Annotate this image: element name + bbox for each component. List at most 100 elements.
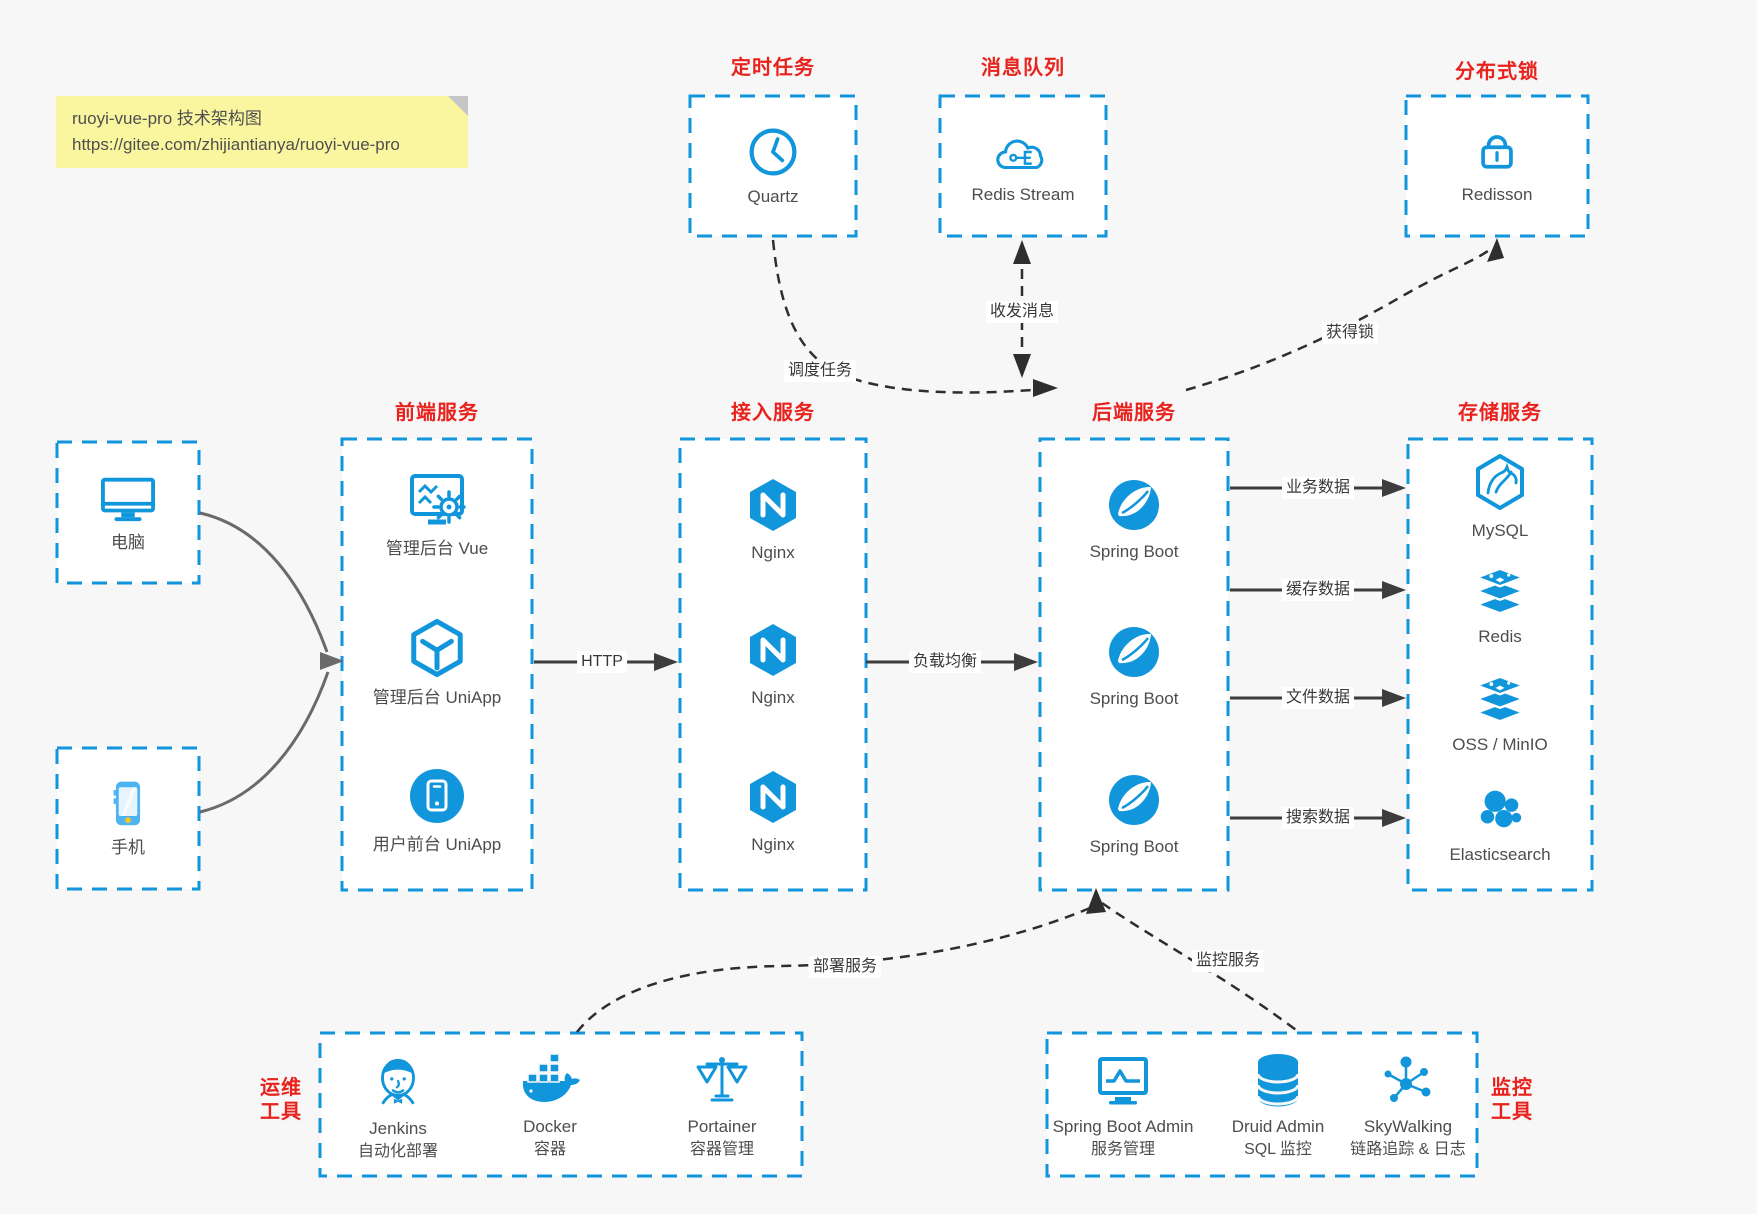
node-admin-uniapp: 管理后台 UniApp [347, 617, 527, 709]
ops-side-line2: 工具 [260, 1101, 302, 1123]
node-label: Spring Boot [1089, 542, 1179, 561]
title-frontend: 前端服务 [395, 402, 479, 424]
node-label: Jenkins [369, 1119, 427, 1138]
node-oss-minio: OSS / MinIO [1410, 674, 1590, 756]
node-label: MySQL [1471, 521, 1529, 540]
edge-label-business-data: 业务数据 [1281, 477, 1355, 499]
nginx-icon [750, 479, 796, 531]
smartphone-icon [113, 781, 141, 826]
node-mysql: MySQL [1410, 452, 1590, 542]
node-label: 管理后台 Vue [385, 539, 489, 558]
node-springboot-3: Spring Boot [1044, 772, 1224, 858]
admin-monitor-chart-icon [1098, 1057, 1148, 1105]
node-portainer: Portainer 容器管理 [632, 1052, 812, 1162]
ops-box-border [318, 1031, 804, 1178]
desktop-icon [101, 477, 155, 522]
node-druid-admin: Druid Admin SQL 监控 [1188, 1052, 1368, 1162]
node-redis: Redis [1410, 566, 1590, 648]
title-access: 接入服务 [731, 402, 815, 424]
node-springboot-2: Spring Boot [1044, 624, 1224, 710]
node-label: OSS / MinIO [1452, 735, 1548, 754]
edge-label-search-data: 搜索数据 [1281, 807, 1355, 829]
node-springboot-1: Spring Boot [1044, 477, 1224, 563]
node-sublabel: 容器管理 [689, 1141, 754, 1158]
edge-label-http: HTTP [577, 651, 627, 673]
node-quartz: Quartz [683, 126, 863, 208]
lock-icon [1481, 135, 1513, 169]
node-mobile-client: 手机 [57, 777, 199, 859]
quartz-box-border [688, 94, 858, 238]
spring-boot-icon [1109, 775, 1159, 825]
client-arrowhead [320, 652, 344, 670]
node-sublabel: 服务管理 [1090, 1141, 1155, 1158]
node-label: Redis [1478, 627, 1522, 646]
solid-arrowheads [654, 479, 1406, 827]
mysql-icon [1476, 454, 1524, 510]
ops-side-line1: 运维 [260, 1077, 302, 1099]
edge-label-cache-data: 缓存数据 [1281, 579, 1355, 601]
node-label: Spring Boot [1089, 689, 1179, 708]
node-admin-vue: 管理后台 Vue [347, 470, 527, 560]
title-storage: 存储服务 [1458, 402, 1542, 424]
edge-label-deploy: 部署服务 [808, 956, 882, 978]
edge-label-schedule: 调度任务 [783, 360, 857, 382]
client-arrows [199, 511, 330, 814]
node-label: 管理后台 UniApp [372, 688, 502, 707]
node-nginx-2: Nginx [683, 621, 863, 709]
nginx-icon [750, 771, 796, 823]
node-nginx-3: Nginx [683, 768, 863, 856]
node-nginx-1: Nginx [683, 476, 863, 564]
node-label: 手机 [111, 838, 145, 857]
edge-label-message: 收发消息 [985, 301, 1059, 323]
title-backend: 后端服务 [1092, 402, 1176, 424]
edge-label-load-balance: 负载均衡 [908, 651, 982, 673]
node-pc-client: 电脑 [57, 470, 199, 554]
dashed-relations [576, 239, 1494, 1033]
edge-label-monitor: 监控服务 [1191, 950, 1265, 972]
edge-label-lock: 获得锁 [1321, 322, 1379, 344]
node-label: Portainer [687, 1117, 757, 1136]
node-label: Docker [523, 1117, 577, 1136]
title-distributed-lock: 分布式锁 [1455, 61, 1539, 83]
spring-boot-icon [1109, 480, 1159, 530]
node-sublabel: SQL 监控 [1244, 1141, 1312, 1158]
node-jenkins: Jenkins 自动化部署 [308, 1052, 488, 1164]
sticky-note: ruoyi-vue-pro 技术架构图 https://gitee.com/zh… [56, 96, 468, 168]
node-label: Quartz [747, 187, 799, 206]
node-label: Nginx [751, 543, 795, 562]
note-fold-corner [448, 96, 468, 116]
monitoring-side-label: 监控 工具 [1480, 1076, 1544, 1124]
ops-side-label: 运维 工具 [246, 1076, 316, 1124]
node-sublabel: 容器 [533, 1141, 566, 1158]
title-message-queue: 消息队列 [981, 57, 1065, 79]
node-label: 电脑 [111, 533, 145, 552]
node-skywalking: SkyWalking 链路追踪 & 日志 [1318, 1052, 1498, 1162]
node-label: Druid Admin [1231, 1117, 1325, 1136]
node-label: 用户前台 UniApp [372, 835, 502, 854]
node-label: Redis Stream [971, 185, 1075, 204]
node-springboot-admin: Spring Boot Admin 服务管理 [1033, 1052, 1213, 1162]
nginx-icon [750, 624, 796, 676]
skywalking-topology-icon [1384, 1056, 1431, 1102]
node-docker: Docker 容器 [460, 1052, 640, 1162]
note-url: https://gitee.com/zhijiantianya/ruoyi-vu… [72, 135, 400, 154]
edge-label-file-data: 文件数据 [1281, 687, 1355, 709]
node-sublabel: 自动化部署 [357, 1143, 438, 1160]
database-cylinder-icon [1256, 1054, 1300, 1107]
node-label: Elasticsearch [1449, 845, 1551, 864]
spring-boot-icon [1109, 627, 1159, 677]
clock-icon [749, 128, 797, 176]
redis-stack-icon [1473, 567, 1527, 615]
node-redis-stream: Redis Stream [933, 128, 1113, 206]
node-label: SkyWalking [1363, 1117, 1453, 1136]
mobile-app-circle-icon [410, 769, 464, 823]
node-elasticsearch: Elasticsearch [1410, 782, 1590, 866]
jenkins-icon [381, 1058, 415, 1105]
node-sublabel: 链路追踪 & 日志 [1350, 1141, 1466, 1158]
node-label: Nginx [751, 835, 795, 854]
admin-console-gear-icon [410, 474, 466, 525]
uniapp-box-icon [411, 618, 463, 678]
title-scheduled-jobs: 定时任务 [731, 57, 815, 79]
node-label: Redisson [1461, 185, 1533, 204]
